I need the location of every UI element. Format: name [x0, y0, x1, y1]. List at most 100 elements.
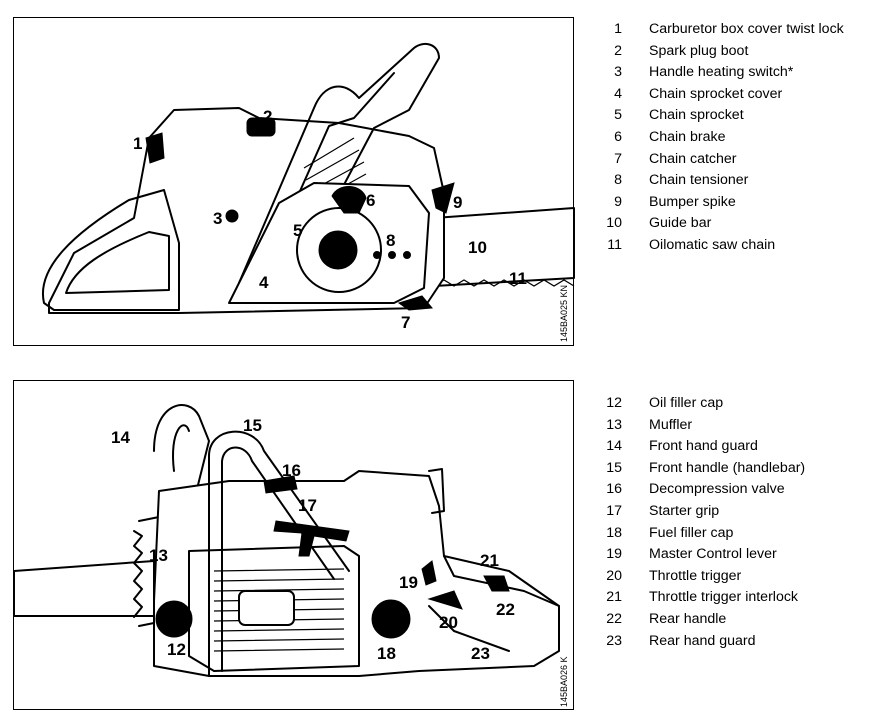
front-handlebar-shape: [238, 42, 440, 299]
legend-number: 4: [614, 85, 622, 102]
legend-label: Front handle (handlebar): [649, 459, 806, 476]
callout-4: 4: [259, 273, 269, 292]
legend-label: Muffler: [649, 416, 693, 433]
spark-plug-boot-shape: [246, 117, 276, 137]
cylinder-fins: [303, 137, 369, 217]
legend-label: Spark plug boot: [649, 42, 749, 59]
legend-number: 10: [606, 215, 622, 232]
legend-label: Chain sprocket cover: [649, 85, 783, 102]
callout-12: 12: [167, 640, 186, 659]
callout-7: 7: [401, 313, 410, 332]
legend-label: Oilomatic saw chain: [649, 236, 776, 253]
callout-3: 3: [213, 209, 222, 228]
legend-number: 12: [606, 395, 622, 411]
legend-label: Decompression valve: [649, 481, 785, 498]
legend-number: 5: [614, 107, 622, 124]
front-handlebar-inner: [221, 446, 335, 672]
fuel-filler-cap-shape: [371, 599, 411, 639]
bumper-spike-shape: [431, 182, 455, 214]
legend-number: 14: [606, 438, 622, 455]
tensioner-dot-right: [403, 251, 411, 259]
callout-23: 23: [471, 644, 490, 663]
legend-label: Fuel filler cap: [649, 524, 734, 541]
legend-label: Chain sprocket: [649, 107, 744, 124]
legend-number: 9: [614, 193, 622, 210]
legend-number: 21: [606, 589, 622, 606]
callout-11: 11: [509, 269, 527, 288]
master-control-lever-shape: [421, 560, 437, 586]
decompression-valve-shape: [263, 475, 298, 494]
legend-label: Guide bar: [649, 215, 712, 232]
legend-number: 20: [606, 567, 622, 584]
callout-22: 22: [496, 600, 515, 619]
tensioner-dot-center: [388, 251, 396, 259]
legend-number: 6: [614, 128, 622, 145]
throttle-trigger-shape: [427, 590, 463, 610]
legend-number: 3: [614, 64, 622, 81]
legend-label: Carburetor box cover twist lock: [649, 21, 844, 37]
front-hand-guard-shape: [153, 404, 210, 562]
callout-19: 19: [399, 573, 418, 592]
chainsaw-right-side-figure: 1 2 3 4 5 6 7 8 9 10 11 145BA025 KN: [13, 17, 575, 346]
legend-label: Oil filler cap: [649, 395, 724, 411]
legend-label: Master Control lever: [649, 546, 777, 563]
guide-bar-shape: [14, 560, 155, 617]
callout-21: 21: [480, 551, 499, 570]
legend-number: 23: [606, 632, 622, 649]
legend-number: 13: [606, 416, 622, 433]
callout-8: 8: [386, 231, 395, 250]
chain-sprocket-hub: [318, 230, 358, 270]
twist-lock-shape: [145, 132, 165, 164]
starter-grille-window: [238, 590, 295, 626]
rear-plate-shape: [428, 468, 445, 514]
legend-label: Handle heating switch*: [649, 64, 794, 81]
tensioner-dot-left: [373, 251, 381, 259]
legend-number: 2: [614, 42, 622, 59]
rear-handle-shape: [41, 189, 180, 311]
rear-handle-shape: [428, 555, 560, 652]
legend-label: Chain catcher: [649, 150, 737, 167]
heating-switch-shape: [225, 209, 239, 223]
legend-number: 1: [614, 21, 622, 37]
legend-label: Rear hand guard: [649, 632, 756, 649]
figure-code: 145BA025 KN: [559, 285, 569, 342]
callout-14: 14: [111, 428, 130, 447]
starter-grip-shape: [273, 520, 350, 557]
chainsaw-left-side-figure: 12 13 14 15 16 17 18 19 20 21 22 23 145B…: [13, 380, 574, 710]
callout-13: 13: [149, 546, 168, 565]
legend-label: Throttle trigger: [649, 567, 742, 584]
chain-brake-shape: [331, 186, 367, 214]
legend-number: 11: [607, 236, 622, 253]
front-hand-guard-inner: [172, 424, 190, 472]
legend-label: Chain brake: [649, 128, 726, 145]
legend-number: 7: [614, 150, 622, 167]
legend-number: 15: [606, 459, 622, 476]
legend-label: Rear handle: [649, 610, 727, 627]
legend-label: Chain tensioner: [649, 172, 749, 189]
chain-catcher-shape: [397, 295, 433, 311]
legend-label: Starter grip: [649, 502, 720, 519]
callout-18: 18: [377, 644, 396, 663]
saw-chain-shape: [433, 279, 575, 287]
throttle-interlock-shape: [483, 575, 510, 592]
rear-handle-inner: [65, 231, 170, 294]
legend-number: 22: [606, 610, 622, 627]
callout-5: 5: [293, 221, 302, 240]
callout-10: 10: [468, 238, 487, 257]
callout-15: 15: [243, 416, 262, 435]
callout-9: 9: [453, 193, 462, 212]
callout-1: 1: [133, 134, 142, 153]
chainsaw-left-side-drawing: 12 13 14 15 16 17 18 19 20 21 22 23 145B…: [14, 404, 569, 707]
legend-number: 8: [614, 172, 622, 189]
legend-number: 16: [606, 481, 622, 498]
legend-number: 18: [606, 524, 622, 541]
legend-label: Bumper spike: [649, 193, 736, 210]
legend-number: 17: [606, 502, 622, 519]
callout-2: 2: [263, 107, 272, 126]
legend-number: 19: [606, 546, 622, 563]
callout-17: 17: [298, 496, 317, 515]
callout-16: 16: [282, 461, 301, 480]
chainsaw-right-side-drawing: 1 2 3 4 5 6 7 8 9 10 11 145BA025 KN: [41, 42, 575, 342]
figure-code: 145BA026 K: [559, 656, 569, 707]
oil-filler-cap-shape: [155, 600, 193, 638]
